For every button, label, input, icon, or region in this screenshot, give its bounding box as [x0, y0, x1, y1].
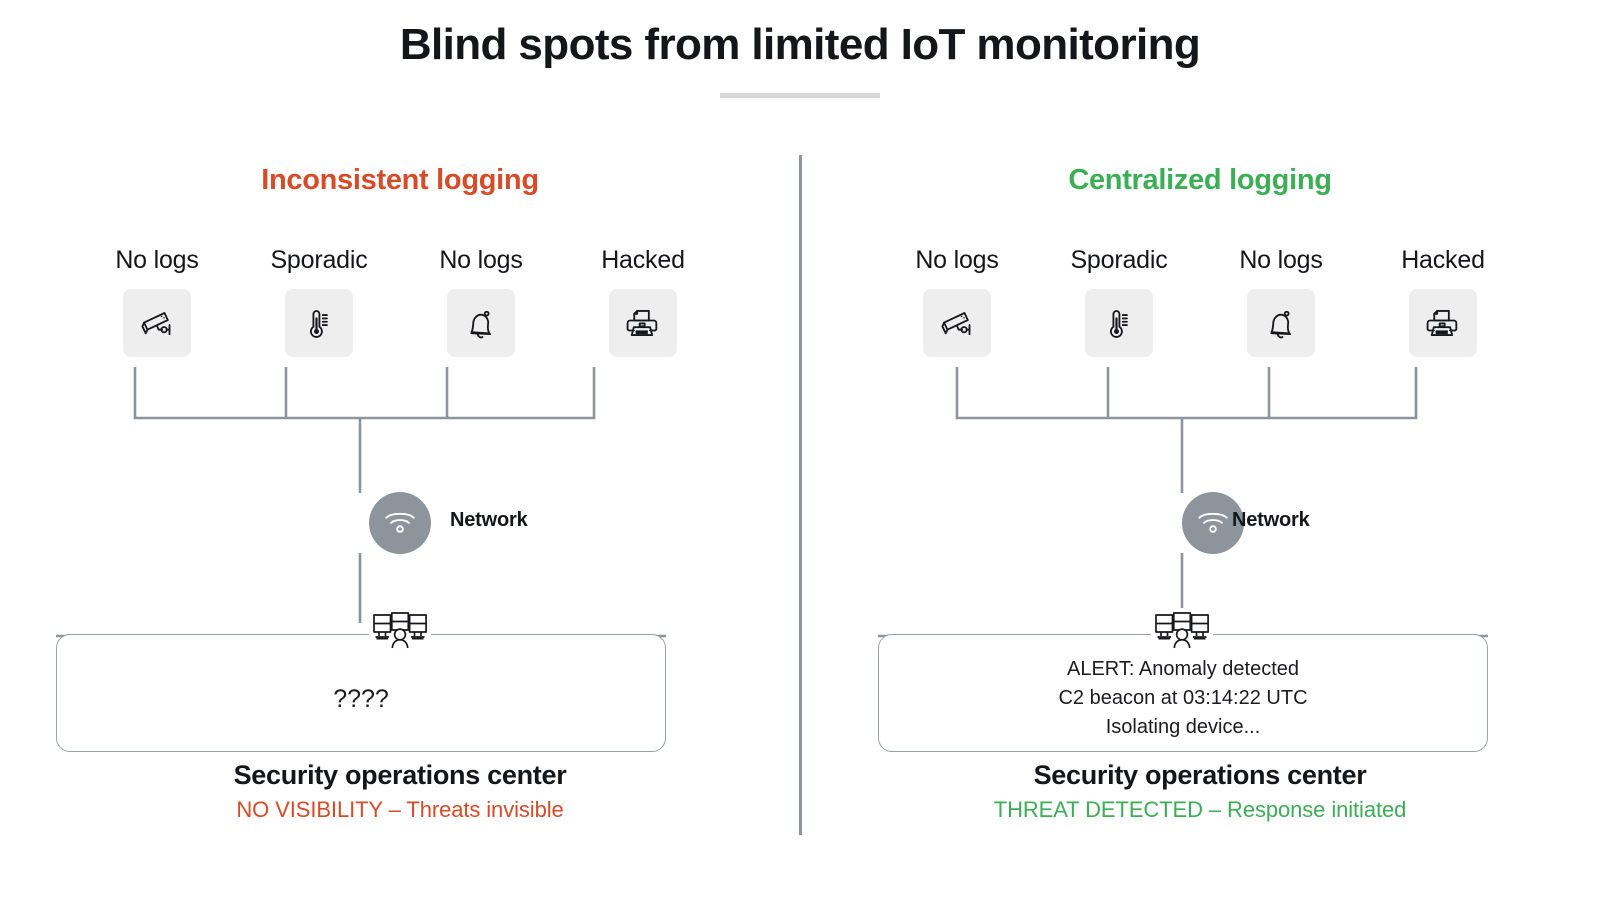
- device-row-right: No logs: [800, 248, 1600, 357]
- soc-monitors-icon: [1151, 608, 1213, 654]
- soc-alert-line: ALERT: Anomaly detected: [1067, 658, 1299, 680]
- device-node[interactable]: No logs: [400, 248, 562, 357]
- soc-message: ????: [333, 685, 389, 713]
- device-label: No logs: [915, 246, 999, 274]
- device-node[interactable]: No logs: [1200, 248, 1362, 357]
- device-tile[interactable]: [447, 289, 515, 357]
- device-tile[interactable]: [923, 289, 991, 357]
- panel-header-left: Inconsistent logging: [261, 164, 539, 196]
- wifi-icon: [1196, 506, 1230, 541]
- device-row-left: No logs: [0, 248, 800, 357]
- device-label: No logs: [1239, 246, 1323, 274]
- cctv-camera-icon: [937, 303, 977, 343]
- device-label: Hacked: [1401, 246, 1485, 274]
- soc-title: Security operations center: [233, 760, 567, 790]
- network-node[interactable]: [1182, 492, 1244, 554]
- panel-divider: [799, 155, 802, 835]
- panel-inconsistent-logging: Inconsistent logging No logs: [0, 164, 800, 822]
- bell-icon: [461, 303, 501, 343]
- printer-icon: [1423, 303, 1463, 343]
- soc-title: Security operations center: [1033, 760, 1367, 790]
- page-title: Blind spots from limited IoT monitoring: [399, 20, 1201, 69]
- device-label: Hacked: [601, 246, 685, 274]
- device-tile[interactable]: [1409, 289, 1477, 357]
- device-tile[interactable]: [285, 289, 353, 357]
- device-label: Sporadic: [270, 246, 368, 274]
- soc-status: NO VISIBILITY – Threats invisible: [236, 797, 564, 822]
- soc-monitors-icon: [369, 608, 431, 654]
- device-node[interactable]: Sporadic: [1038, 248, 1200, 357]
- device-node[interactable]: Hacked: [562, 248, 724, 357]
- title-underline-rule: [720, 93, 880, 98]
- device-label: Sporadic: [1070, 246, 1168, 274]
- device-label: No logs: [115, 246, 199, 274]
- bell-icon: [1261, 303, 1301, 343]
- device-node[interactable]: Sporadic: [238, 248, 400, 357]
- device-tile[interactable]: [123, 289, 191, 357]
- device-node[interactable]: Hacked: [1362, 248, 1524, 357]
- panel-header-right: Centralized logging: [1068, 164, 1332, 196]
- cctv-camera-icon: [137, 303, 177, 343]
- thermometer-icon: [1099, 303, 1139, 343]
- device-tile[interactable]: [609, 289, 677, 357]
- soc-alert-line: C2 beacon at 03:14:22 UTC: [1058, 687, 1308, 709]
- network-label: Network: [450, 509, 528, 531]
- device-node[interactable]: No logs: [876, 248, 1038, 357]
- network-label: Network: [1232, 509, 1310, 531]
- device-tile[interactable]: [1247, 289, 1315, 357]
- soc-alert-lines: ALERT: Anomaly detected C2 beacon at 03:…: [878, 655, 1488, 742]
- soc-console-box: [56, 634, 666, 752]
- printer-icon: [623, 303, 663, 343]
- device-label: No logs: [439, 246, 523, 274]
- device-tile[interactable]: [1085, 289, 1153, 357]
- soc-alert-line: Isolating device...: [1105, 716, 1261, 738]
- soc-status: THREAT DETECTED – Response initiated: [993, 797, 1407, 822]
- network-node[interactable]: [369, 492, 431, 554]
- wifi-icon: [383, 506, 417, 541]
- panel-centralized-logging: Centralized logging No logs: [800, 0, 1600, 900]
- thermometer-icon: [299, 303, 339, 343]
- device-node[interactable]: No logs: [76, 248, 238, 357]
